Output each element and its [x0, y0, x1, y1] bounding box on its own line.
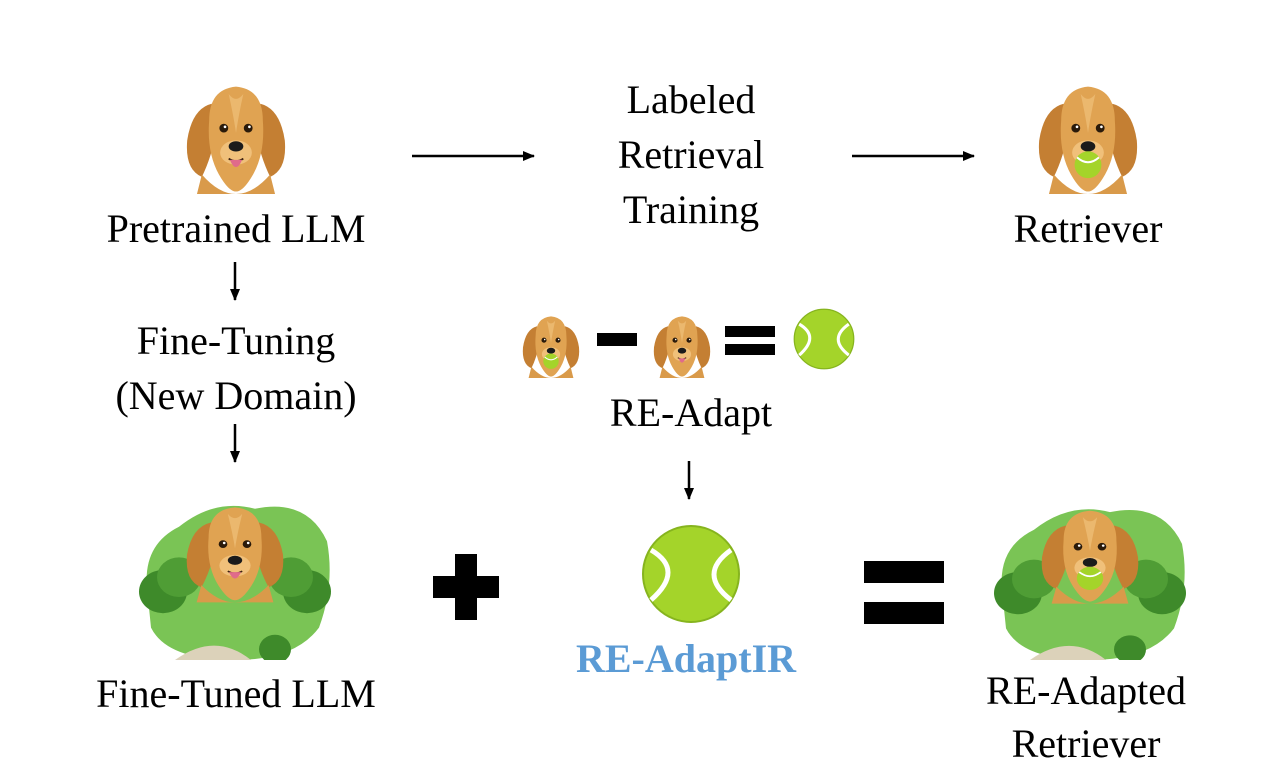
- plus-icon-vertical: [455, 554, 477, 620]
- tennis-ball-icon: [641, 524, 741, 624]
- arrow-right: [412, 151, 535, 161]
- fine-tuned-llm-label: Fine-Tuned LLM: [96, 671, 376, 716]
- fine-tuning-label: Fine-Tuning (New Domain): [115, 318, 357, 418]
- equals-icon-bar: [725, 344, 775, 355]
- minus-icon: [597, 333, 637, 346]
- dog-with-ball-icon: [1038, 85, 1138, 194]
- arrow-down: [230, 424, 240, 463]
- dog-with-ball-icon: [522, 315, 580, 378]
- dog-in-park-icon: [139, 505, 331, 660]
- equals-icon-bar: [864, 602, 944, 624]
- dog-with-ball-in-park-icon: [994, 509, 1186, 660]
- arrow-down: [684, 461, 694, 500]
- re-adapted-retriever-label: RE-Adapted Retriever: [986, 668, 1186, 766]
- dog-icon: [653, 315, 711, 378]
- retriever-label: Retriever: [1013, 206, 1163, 251]
- equals-icon: [864, 561, 944, 583]
- tennis-ball-icon: [793, 308, 855, 370]
- arrow-down: [230, 262, 240, 301]
- re-adapt-label: RE-Adapt: [609, 390, 773, 435]
- labeled-retrieval-training-label: Labeled Retrieval Training: [617, 77, 765, 232]
- dog-icon: [186, 85, 286, 194]
- equals-icon: [725, 326, 775, 337]
- arrow-right: [852, 151, 975, 161]
- re-adaptir-label: RE-AdaptIR: [575, 636, 797, 681]
- pretrained-llm-label: Pretrained LLM: [106, 206, 366, 251]
